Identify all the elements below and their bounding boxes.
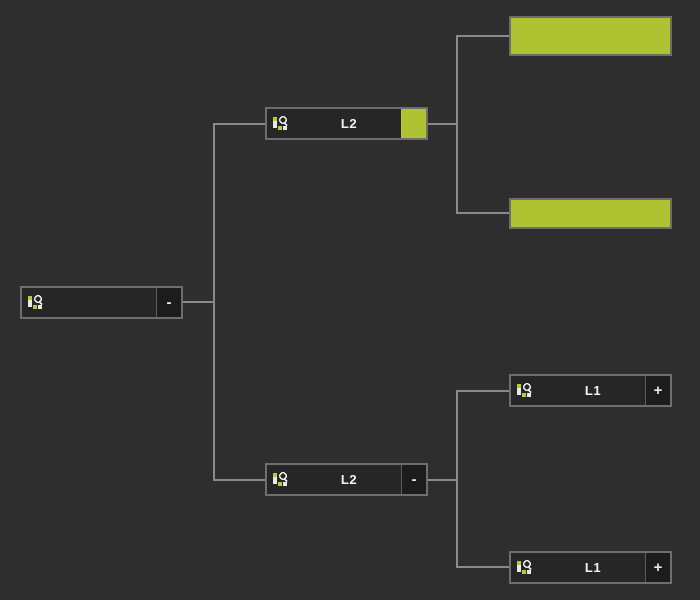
node-l2-bottom[interactable]: L2 - (265, 463, 428, 496)
connector-l2bottom-to-l1-top (456, 390, 511, 392)
connector-l2top-to-leaf-bottom (456, 212, 511, 214)
search-data-icon (511, 553, 541, 582)
search-data-icon (511, 376, 541, 405)
connector-l2top-spine (456, 35, 458, 214)
connector-spine-to-l2-top (213, 123, 267, 125)
node-l1-bottom-label: L1 (584, 560, 602, 575)
node-l1-top[interactable]: L1 + (509, 374, 672, 407)
root-node-label (52, 288, 156, 317)
leaf-green-bottom[interactable] (509, 198, 672, 229)
node-l1-top-expand-button[interactable]: + (645, 376, 670, 405)
search-data-icon (267, 465, 297, 494)
search-data-icon (267, 109, 297, 138)
connector-l2bottom-to-l1-bottom (456, 566, 511, 568)
connector-spine-main (213, 123, 215, 481)
node-l1-bottom[interactable]: L1 + (509, 551, 672, 584)
root-collapse-button[interactable]: - (156, 288, 181, 317)
node-l1-bottom-expand-button[interactable]: + (645, 553, 670, 582)
connector-spine-to-l2-bottom (213, 479, 267, 481)
node-l2-bottom-label: L2 (340, 472, 358, 487)
node-l2-top-label: L2 (340, 116, 358, 131)
connector-l2bottom-spine (456, 390, 458, 568)
leaf-green-top[interactable] (509, 16, 672, 56)
connector-root-stub (183, 301, 215, 303)
connector-l2top-to-leaf-top (456, 35, 511, 37)
node-l2-top[interactable]: L2 (265, 107, 428, 140)
root-node[interactable]: - (20, 286, 183, 319)
node-l1-top-label: L1 (584, 383, 602, 398)
connector-l2top-stub (428, 123, 458, 125)
search-data-icon (22, 288, 52, 317)
node-l2-bottom-collapse-button[interactable]: - (401, 465, 426, 494)
connector-l2bottom-stub (428, 479, 458, 481)
node-l2-top-expanded-button[interactable] (401, 109, 426, 138)
